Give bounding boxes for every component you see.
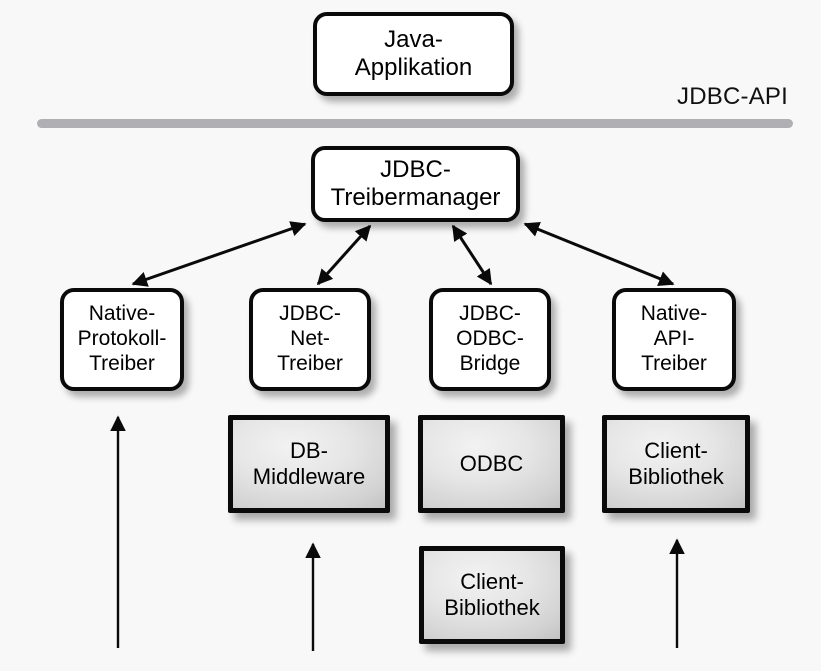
connector-treibermanager-jdbc-net-treiber xyxy=(316,224,372,286)
node-client-bibliothek-center-label: Client- Bibliothek xyxy=(444,569,540,620)
node-client-bibliothek-right-label: Client- Bibliothek xyxy=(628,438,724,489)
connector-treibermanager-native-protokoll-treiber xyxy=(131,221,307,287)
node-odbc[interactable]: ODBC xyxy=(418,415,565,513)
connector-treibermanager-native-api-treiber xyxy=(523,222,675,286)
node-jdbc-net-treiber-label: JDBC- Net- Treiber xyxy=(277,302,343,375)
node-jdbc-treibermanager-label: JDBC- Treibermanager xyxy=(330,155,501,211)
jdbc-api-label: JDBC-API xyxy=(677,83,788,110)
node-native-api-treiber[interactable]: Native- API- Treiber xyxy=(612,288,736,391)
node-jdbc-odbc-bridge[interactable]: JDBC- ODBC- Bridge xyxy=(429,288,551,391)
node-native-protokoll-treiber[interactable]: Native- Protokoll- Treiber xyxy=(60,288,184,391)
node-native-api-treiber-label: Native- API- Treiber xyxy=(640,302,708,375)
node-client-bibliothek-right[interactable]: Client- Bibliothek xyxy=(602,415,750,513)
node-java-applikation-label: Java- Applikation xyxy=(354,25,473,81)
node-db-middleware-label: DB- Middleware xyxy=(252,438,366,489)
node-jdbc-odbc-bridge-label: JDBC- ODBC- Bridge xyxy=(456,302,524,375)
node-native-protokoll-treiber-label: Native- Protokoll- Treiber xyxy=(77,302,167,375)
jdbc-api-separator-bar xyxy=(37,119,793,128)
node-client-bibliothek-center[interactable]: Client- Bibliothek xyxy=(419,546,565,644)
node-jdbc-treibermanager[interactable]: JDBC- Treibermanager xyxy=(311,146,520,222)
node-odbc-label: ODBC xyxy=(459,451,524,477)
node-db-middleware[interactable]: DB- Middleware xyxy=(228,415,390,513)
node-java-applikation[interactable]: Java- Applikation xyxy=(313,12,514,96)
connector-treibermanager-jdbc-odbc-bridge xyxy=(451,224,493,286)
node-jdbc-net-treiber[interactable]: JDBC- Net- Treiber xyxy=(249,288,371,391)
